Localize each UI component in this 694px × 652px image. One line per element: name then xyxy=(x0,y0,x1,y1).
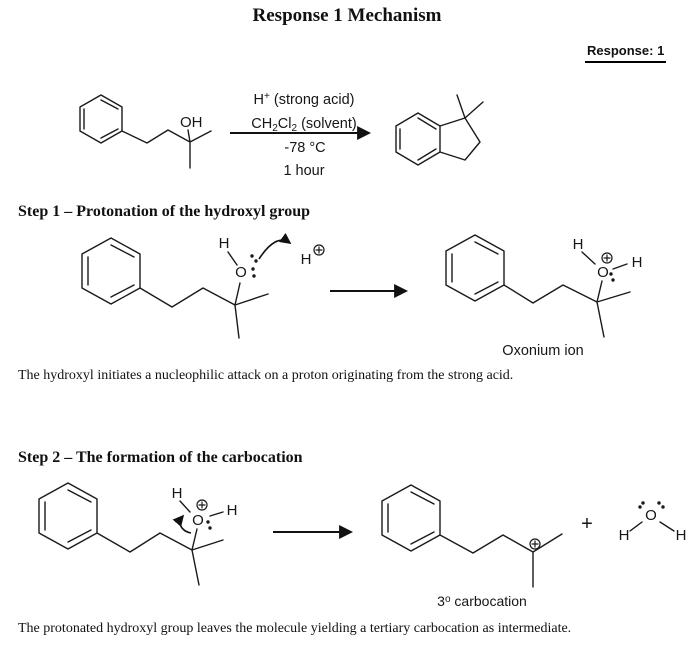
carbocation-structure: 3o carbocation xyxy=(381,484,563,609)
lone-pair-dots xyxy=(638,501,665,509)
hydrogen-atom-label: H xyxy=(172,485,183,502)
hydrogen-atom-label: H xyxy=(573,236,584,253)
carbocation-label: 3o carbocation xyxy=(437,593,527,609)
reaction-scheme-diagram: OH H+ (strong acid) CH2Cl2 (solvent) -78… xyxy=(79,91,484,179)
plus-sign: + xyxy=(581,513,593,535)
step1-caption: The hydroxyl initiates a nucleophilic at… xyxy=(18,368,514,383)
condition-acid: H+ (strong acid) xyxy=(254,91,355,108)
proton-attack-curved-arrow xyxy=(258,232,292,260)
step2-oxonium-structure: O H H xyxy=(38,482,238,586)
condition-time: 1 hour xyxy=(283,163,324,179)
step1-heading: Step 1 – Protonation of the hydroxyl gro… xyxy=(18,203,311,220)
step1-alcohol-structure: O H xyxy=(81,235,269,339)
lone-pair-dots xyxy=(609,272,615,282)
lone-pair-dots xyxy=(206,520,212,530)
plus-charge-icon xyxy=(313,244,325,256)
hydrogen-atom-label: H xyxy=(227,502,238,519)
product-structure xyxy=(395,94,484,166)
step2-diagram: O H H 3o ca xyxy=(38,482,687,609)
oxygen-atom-label: O xyxy=(192,512,204,529)
hydroxyl-label: OH xyxy=(180,114,203,131)
oxygen-atom-label: O xyxy=(597,264,609,281)
proton-species: H xyxy=(301,244,325,268)
response-badge: Response: 1 xyxy=(585,43,667,63)
step1-diagram: O H H O xyxy=(81,232,643,359)
oxonium-structure: O H H Oxonium ion xyxy=(445,234,643,359)
lone-pair-dots xyxy=(250,254,258,278)
reactant-structure: OH xyxy=(79,94,212,169)
plus-charge-icon xyxy=(601,252,613,264)
condition-solvent: CH2Cl2 (solvent) xyxy=(251,116,356,134)
step2-heading: Step 2 – The formation of the carbocatio… xyxy=(18,449,303,466)
hydrogen-atom-label: H xyxy=(219,235,230,252)
proton-label: H xyxy=(301,251,312,268)
step2-caption: The protonated hydroxyl group leaves the… xyxy=(18,621,572,636)
hydrogen-atom-label: H xyxy=(676,527,687,544)
plus-charge-icon xyxy=(196,499,208,511)
condition-temperature: -78 °C xyxy=(284,140,325,156)
oxygen-atom-label: O xyxy=(645,507,657,524)
plus-charge-icon xyxy=(529,538,541,550)
water-structure: O H H xyxy=(619,501,687,544)
hydrogen-atom-label: H xyxy=(632,254,643,271)
oxonium-ion-label: Oxonium ion xyxy=(502,343,583,359)
oxygen-atom-label: O xyxy=(235,264,247,281)
reaction-conditions: H+ (strong acid) CH2Cl2 (solvent) -78 °C… xyxy=(230,91,372,179)
page-title: Response 1 Mechanism xyxy=(252,5,442,26)
hydrogen-atom-label: H xyxy=(619,527,630,544)
bond-cleavage-curved-arrow xyxy=(172,514,192,534)
